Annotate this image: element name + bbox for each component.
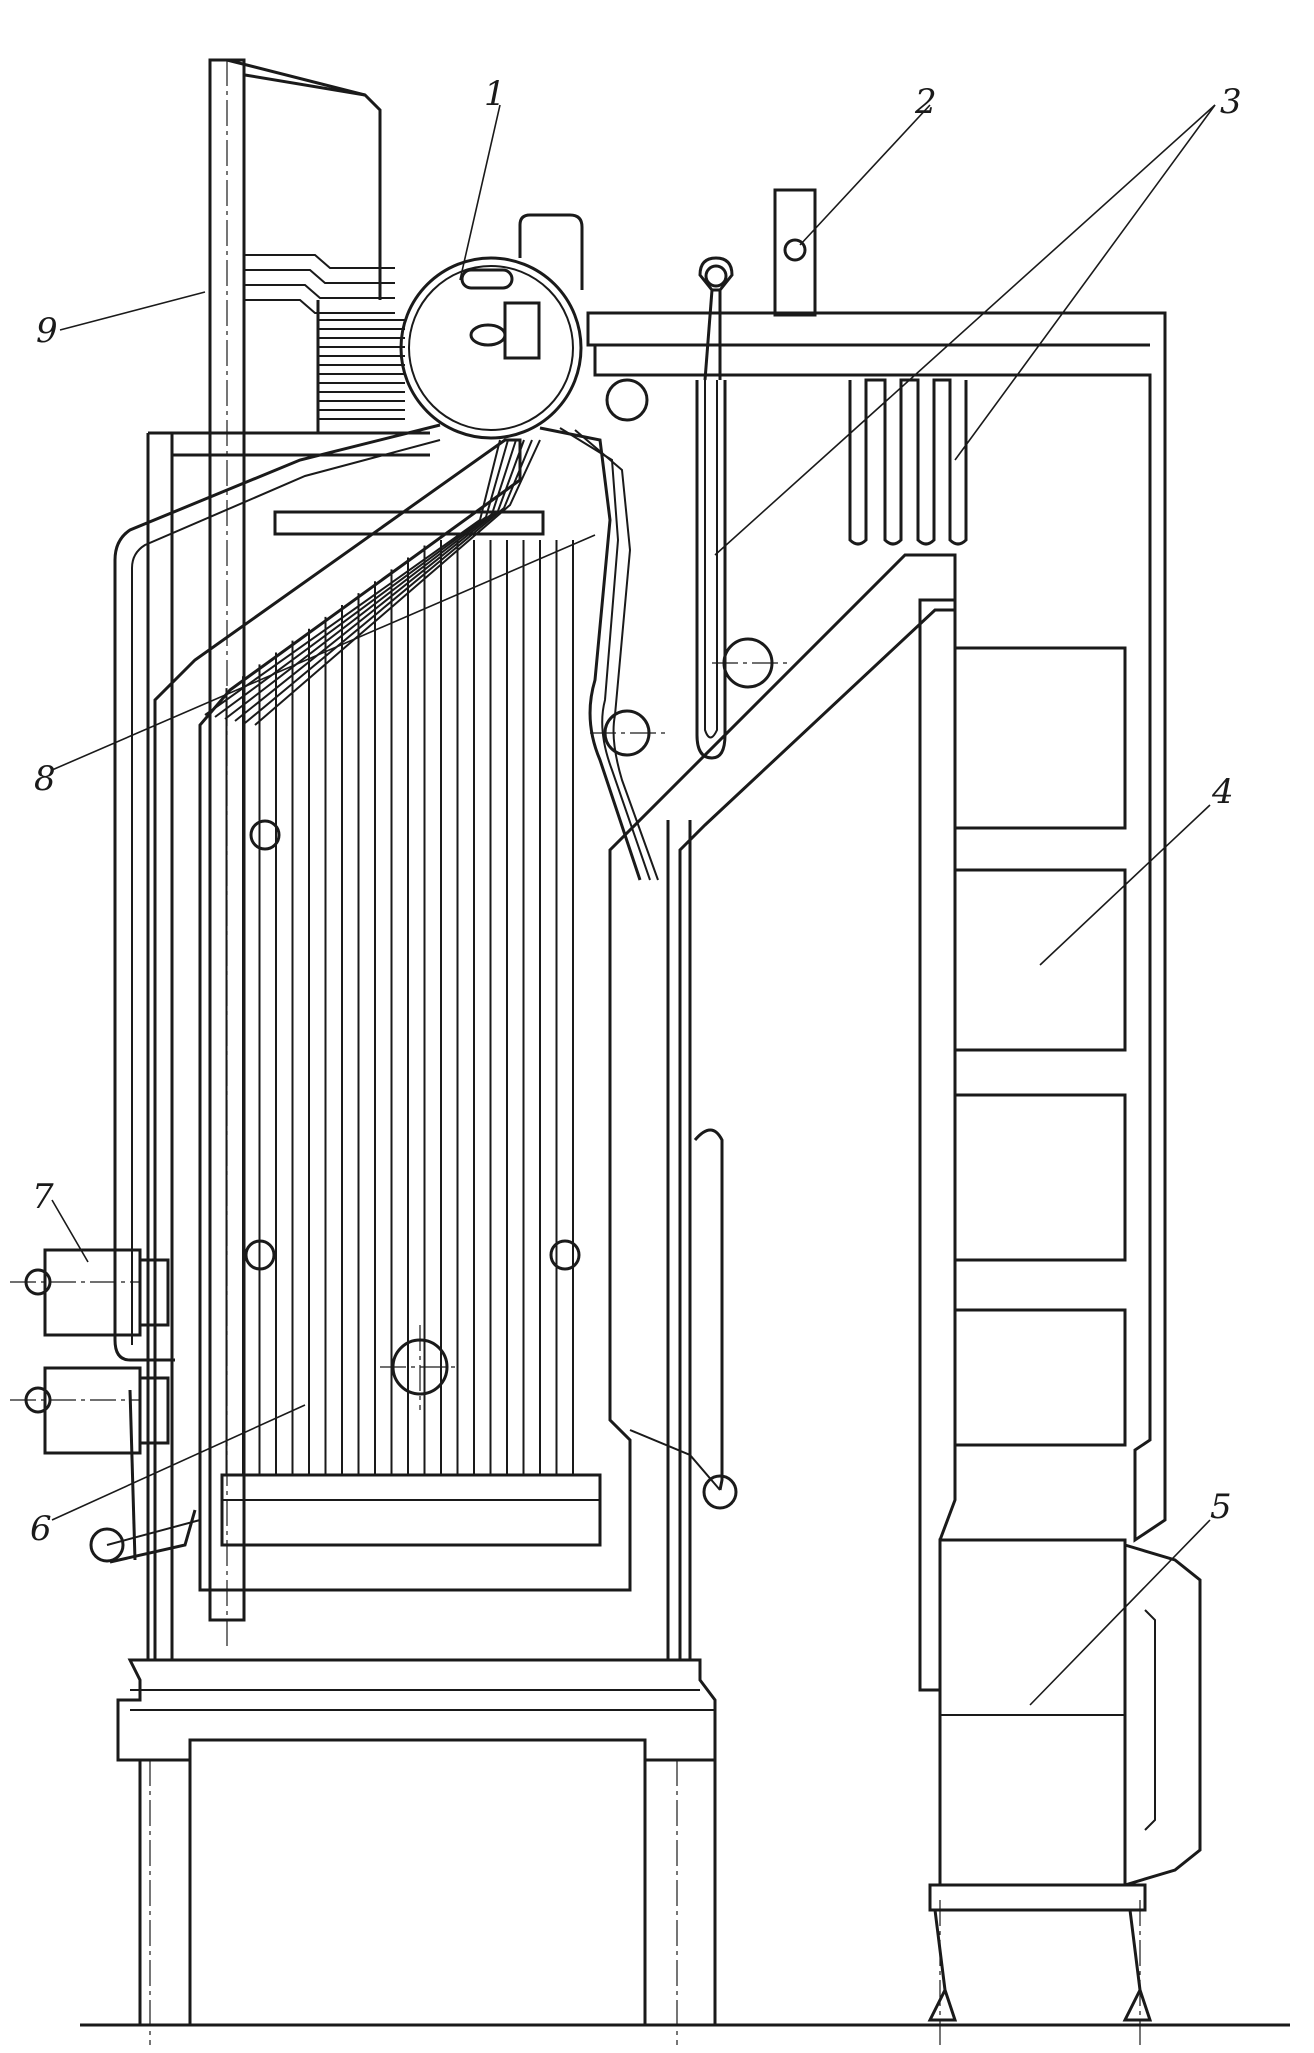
leader-1 [459, 104, 501, 281]
leader-lines [51, 104, 1216, 1706]
label-7: 7 [32, 1177, 54, 1217]
label-5: 5 [1210, 1487, 1232, 1527]
riser-tube [224, 439, 517, 720]
inspection-ports [244, 378, 790, 1410]
leader-9 [59, 291, 206, 331]
leader-3b [954, 104, 1216, 461]
outlet-pipes [539, 426, 738, 1510]
roof-duct [586, 311, 1167, 1543]
riser-tube [234, 439, 525, 722]
burners [10, 1248, 170, 1455]
callout-labels: 1 2 3 4 5 6 7 8 9 [30, 74, 1242, 1549]
shaft-wall [918, 598, 957, 1692]
superheater-coils [695, 378, 968, 760]
riser-tube [254, 439, 541, 726]
screen-tubes [204, 439, 574, 1475]
label-1: 1 [484, 74, 506, 114]
furnace-refractory [153, 438, 957, 1662]
label-8: 8 [34, 759, 56, 799]
leader-7 [51, 1199, 89, 1263]
leader-4 [1039, 804, 1211, 966]
leader-5 [1029, 1519, 1211, 1706]
label-3: 3 [1220, 82, 1242, 122]
label-4: 4 [1211, 772, 1234, 812]
riser-tube [214, 439, 509, 718]
leader-3a [714, 104, 1216, 556]
foundation [80, 1658, 1290, 2027]
outer-casing [146, 431, 692, 1660]
center-axes [149, 60, 1141, 2045]
economizer [953, 646, 1127, 1447]
leader-2 [799, 104, 931, 246]
riser-tube [244, 439, 533, 724]
label-9: 9 [36, 311, 58, 351]
air-heater [927, 1538, 1202, 2022]
label-2: 2 [914, 82, 937, 122]
steam-drum [399, 213, 584, 440]
label-6: 6 [30, 1509, 52, 1549]
leader-8 [51, 534, 596, 771]
riser-tube [204, 439, 501, 716]
steam-valve [698, 188, 817, 381]
leader-6 [51, 1404, 306, 1521]
external-pipes [89, 423, 441, 1564]
